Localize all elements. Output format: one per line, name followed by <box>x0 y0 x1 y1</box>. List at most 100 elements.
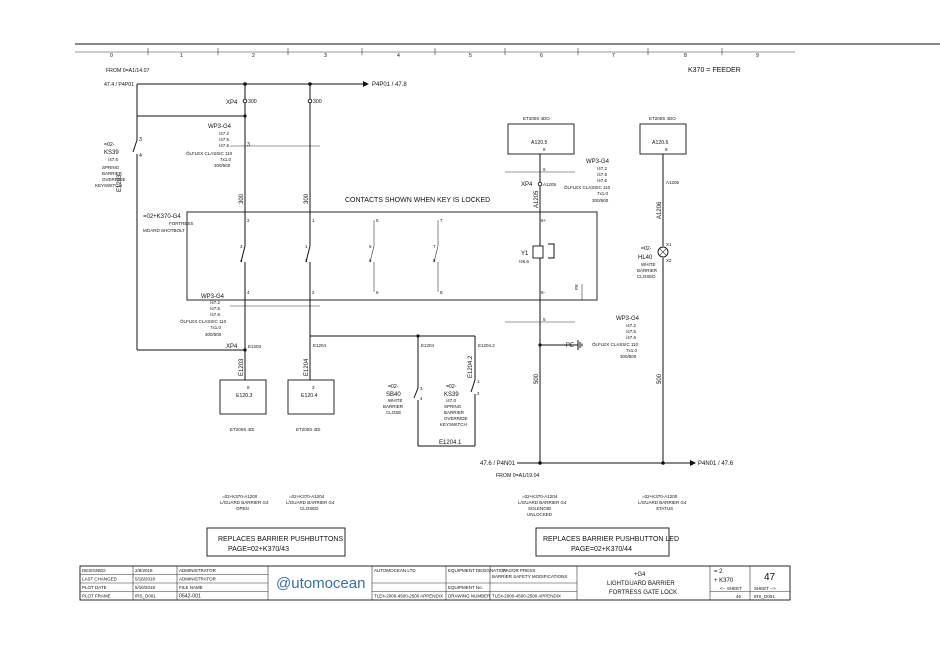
ks39-id: KS39 <box>104 150 119 156</box>
lamp-tag: =02- <box>641 246 652 252</box>
terminal-label: 3 <box>139 137 142 143</box>
sb40-tag: =02- <box>388 384 399 390</box>
tb-cell: 0542-001 <box>179 594 201 600</box>
ref-desc: STATUS <box>656 506 673 511</box>
tb-cell: 5/16/2018 <box>135 585 156 590</box>
net-label-top-left: 47.4 / P4P01 <box>104 82 134 88</box>
module-pin: 8 <box>665 147 668 152</box>
wire-label: A1206 <box>657 201 663 219</box>
tb-cell: ADMINISTRATOR <box>179 568 217 573</box>
sheet-prev: <-- SHEET <box>720 586 742 591</box>
terminal-strip-label: XP4 <box>226 100 238 106</box>
et200s-do-module-right <box>639 123 687 155</box>
lamp-id: HL40 <box>638 255 653 261</box>
cable-info: /47.6 <box>219 143 230 148</box>
wire-label: A1206 <box>666 180 680 185</box>
cable-info: /47.2 <box>597 166 608 171</box>
pushbutton-contact <box>413 387 419 399</box>
terminal-label: 1 <box>477 379 480 384</box>
net-label-top-right: P4P01 / 47.8 <box>372 82 407 88</box>
sheet-next: SHEET --> <box>754 586 776 591</box>
lamp-desc: BARRIER <box>637 268 658 273</box>
ks39-id: KS39 <box>444 392 459 398</box>
tb-cell: PLOT FRAME <box>82 594 111 599</box>
sb40-desc: WHITE <box>388 398 403 403</box>
tb-value: FAGOR PRESS <box>503 568 535 573</box>
module-address: E120.3 <box>236 393 253 399</box>
contact-terminal: 8 <box>440 290 443 295</box>
cable-name: WP3-G4 <box>208 124 232 130</box>
terminal-label: 2 <box>477 391 480 396</box>
cable-info: /47.6 <box>597 178 608 183</box>
terminal-label: 3 <box>420 386 423 391</box>
ref-code: =02+K370-A1200 <box>222 494 258 499</box>
cable-info: /47.2 <box>210 300 221 305</box>
tb-label: EQUIPMENT DESIGNATION <box>448 568 507 573</box>
contact-terminal: 5 <box>369 244 372 249</box>
terminal-strip-label: XP4 <box>226 344 238 350</box>
ref-desc: L/GUARD BARRIER G4 <box>220 500 269 505</box>
pe-label: -PE <box>564 343 574 349</box>
wire-label: E1203 <box>248 344 262 349</box>
cable-info: 7x1.0 <box>220 157 232 162</box>
terminal-label: 4 <box>139 153 142 159</box>
coil-ref: /46.6 <box>519 259 530 264</box>
coil-label: Y1 <box>521 251 529 257</box>
wire-label: A1205 <box>543 182 557 187</box>
ks39-desc: SPRING <box>102 165 120 170</box>
fortress-tag: =02+K370-G4 <box>143 214 181 220</box>
cable-info: ÖLFLEX CLASSIC 110 <box>592 341 639 347</box>
ref-desc: UNLOCKED <box>527 512 553 517</box>
cable-info: /47.6 <box>210 312 221 317</box>
lamp-desc: WHITE <box>641 262 656 267</box>
module-title: ET200S 4DO <box>649 116 676 121</box>
contact-terminal: 4 <box>247 290 250 295</box>
ruler-label: 6 <box>540 53 543 59</box>
module-title: ET200S 4DI <box>230 427 255 432</box>
cable-name: WP3-G4 <box>586 159 610 165</box>
contact-terminal: 6 <box>376 290 379 295</box>
ruler-label: 4 <box>397 53 400 59</box>
net-label-bottom-left: 47.6 / P4N01 <box>480 461 516 467</box>
ruler-label: 1 <box>180 53 183 59</box>
net-label-bottom-right: P4N01 / 47.6 <box>698 461 734 467</box>
ruler-label: 8 <box>684 53 687 59</box>
junction-dot <box>416 334 420 338</box>
tb-cell: LAST CHANGED <box>82 577 118 582</box>
from-reference-bottom: FROM 0=A1/19.04 <box>496 473 540 479</box>
wire-label: E1204 <box>313 343 327 348</box>
ref-desc: L/GUARD BARRIER G4 <box>518 500 567 505</box>
wire-label: 500 <box>657 373 663 384</box>
coil-terminal: 6+ <box>541 218 547 223</box>
ref-desc: SOLENOID <box>528 506 552 511</box>
pe-label: PE <box>574 284 579 290</box>
note-box-pushbuttons <box>206 527 346 557</box>
sb40-desc: CLOSE <box>386 410 401 415</box>
cable-name: WP3-G4 <box>201 294 225 300</box>
ruler-label: 0 <box>110 53 113 59</box>
company-logo: @utomocean <box>276 575 365 592</box>
junction-dot <box>538 343 542 347</box>
module-address: A120.6 <box>652 140 669 146</box>
lamp-terminal: X1 <box>666 242 672 247</box>
ks39-ref: /47.5 <box>108 157 119 162</box>
ruler-label: 7 <box>612 53 615 59</box>
keyswitch-contact <box>470 379 476 393</box>
cable-info: ÖLFLEX CLASSIC 110 <box>564 184 611 190</box>
ref-desc: CLOSED <box>300 506 319 511</box>
cable-info: ÖLFLEX CLASSIC 110 <box>180 318 227 324</box>
ref-desc: L/GUARD BARRIER G4 <box>638 500 687 505</box>
cable-info: 300/500 <box>205 332 222 337</box>
contact-terminal: 6 <box>369 258 372 263</box>
module-title: ET200S 4DI <box>296 427 321 432</box>
ks39-desc: OVERRIDE <box>102 177 126 182</box>
coil-actuator <box>548 243 555 259</box>
wire-label: 500 <box>534 373 540 384</box>
wire-label: E1204 <box>304 358 310 376</box>
module-address: E120.4 <box>301 393 318 399</box>
contact-terminal: 1 <box>305 244 308 249</box>
terminal-circle <box>242 98 248 104</box>
ruler-label: 5 <box>469 53 472 59</box>
ks39-desc: OVERRIDE <box>444 416 468 421</box>
